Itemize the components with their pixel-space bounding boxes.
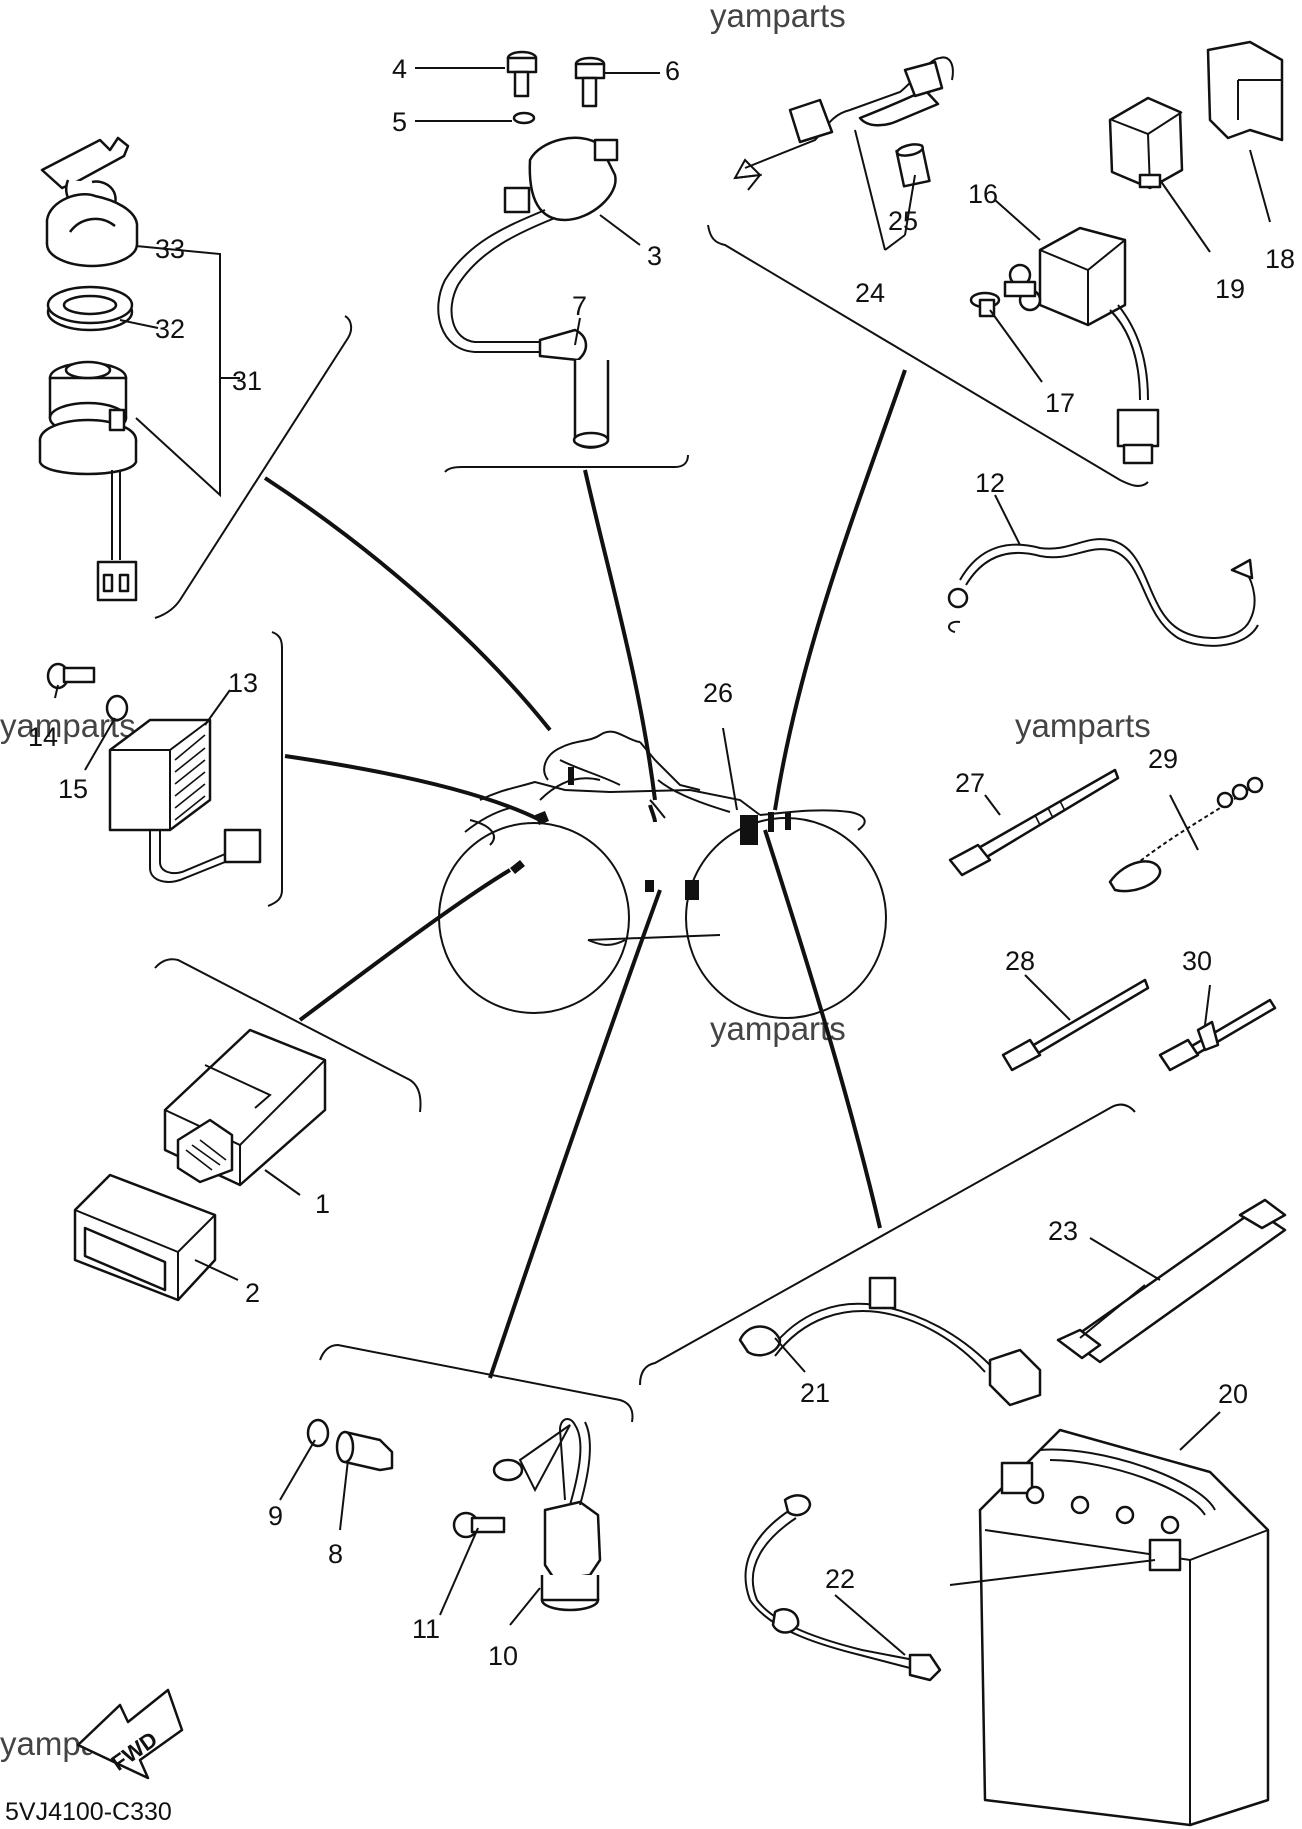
main-switch-assembly — [38, 136, 139, 602]
vehicle-mark-coil — [568, 767, 574, 785]
battery-assembly — [738, 1198, 1287, 1827]
callout-leaders — [54, 67, 1271, 1656]
label-part-2: 2 — [245, 1278, 260, 1308]
cdi-unit — [73, 1028, 327, 1302]
label-part-25: 25 — [888, 206, 918, 236]
ignition-coil-assembly — [437, 50, 619, 449]
label-part-13: 13 — [228, 668, 258, 698]
label-part-14: 14 — [28, 722, 58, 752]
wire-harness — [947, 538, 1259, 647]
label-part-10: 10 — [488, 1641, 518, 1671]
vehicle-mark-fuse-b — [785, 812, 791, 830]
fuse-assembly — [733, 56, 954, 191]
label-part-6: 6 — [665, 56, 680, 86]
label-part-32: 32 — [155, 314, 185, 344]
label-part-12: 12 — [975, 468, 1005, 498]
label-part-11: 11 — [412, 1614, 440, 1644]
label-part-9: 9 — [268, 1501, 283, 1531]
label-part-31: 31 — [232, 366, 262, 396]
vehicle-mark-regulator — [535, 811, 549, 825]
vehicle-mark-fuse — [768, 812, 774, 832]
label-part-29: 29 — [1148, 744, 1178, 774]
part-labels: 4 5 6 3 7 33 32 31 25 24 16 17 18 19 12 … — [28, 54, 1295, 1671]
label-part-28: 28 — [1005, 946, 1035, 976]
label-part-26: 26 — [703, 678, 733, 708]
vehicle-mark-relay — [740, 815, 758, 845]
drawing-code: 5VJ4100-C330 — [5, 1798, 172, 1826]
relay-assembly — [969, 40, 1284, 465]
label-part-33: 33 — [155, 234, 185, 264]
label-part-7: 7 — [572, 291, 587, 321]
vehicle-mark-cdi — [510, 860, 525, 874]
label-part-8: 8 — [328, 1539, 343, 1569]
forward-arrow-icon: FWD — [76, 1688, 184, 1780]
label-part-20: 20 — [1218, 1379, 1248, 1409]
label-part-17: 17 — [1045, 388, 1075, 418]
label-part-1: 1 — [315, 1189, 330, 1219]
label-part-19: 19 — [1215, 274, 1245, 304]
label-part-30: 30 — [1182, 946, 1212, 976]
vehicle-mark-sensor — [645, 880, 654, 892]
watermark-top: yamparts — [710, 0, 846, 34]
label-part-16: 16 — [968, 179, 998, 209]
group-brackets — [154, 224, 1149, 1423]
label-part-24: 24 — [855, 278, 885, 308]
label-part-22: 22 — [825, 1564, 855, 1594]
leader-lines — [263, 369, 907, 1379]
vehicle-mark-battery — [685, 880, 699, 900]
watermark-right: yamparts — [1015, 707, 1151, 744]
label-part-23: 23 — [1048, 1216, 1078, 1246]
neutral-switch-assembly — [306, 1418, 602, 1612]
label-part-5: 5 — [392, 107, 407, 137]
label-part-15: 15 — [58, 774, 88, 804]
label-part-3: 3 — [647, 241, 662, 271]
label-part-18: 18 — [1265, 244, 1295, 274]
label-part-21: 21 — [800, 1378, 830, 1408]
label-part-27: 27 — [955, 768, 985, 798]
vehicle-outline — [438, 730, 887, 1019]
cable-ties — [948, 768, 1277, 1072]
label-part-4: 4 — [392, 54, 407, 84]
rectifier-regulator — [46, 662, 262, 883]
